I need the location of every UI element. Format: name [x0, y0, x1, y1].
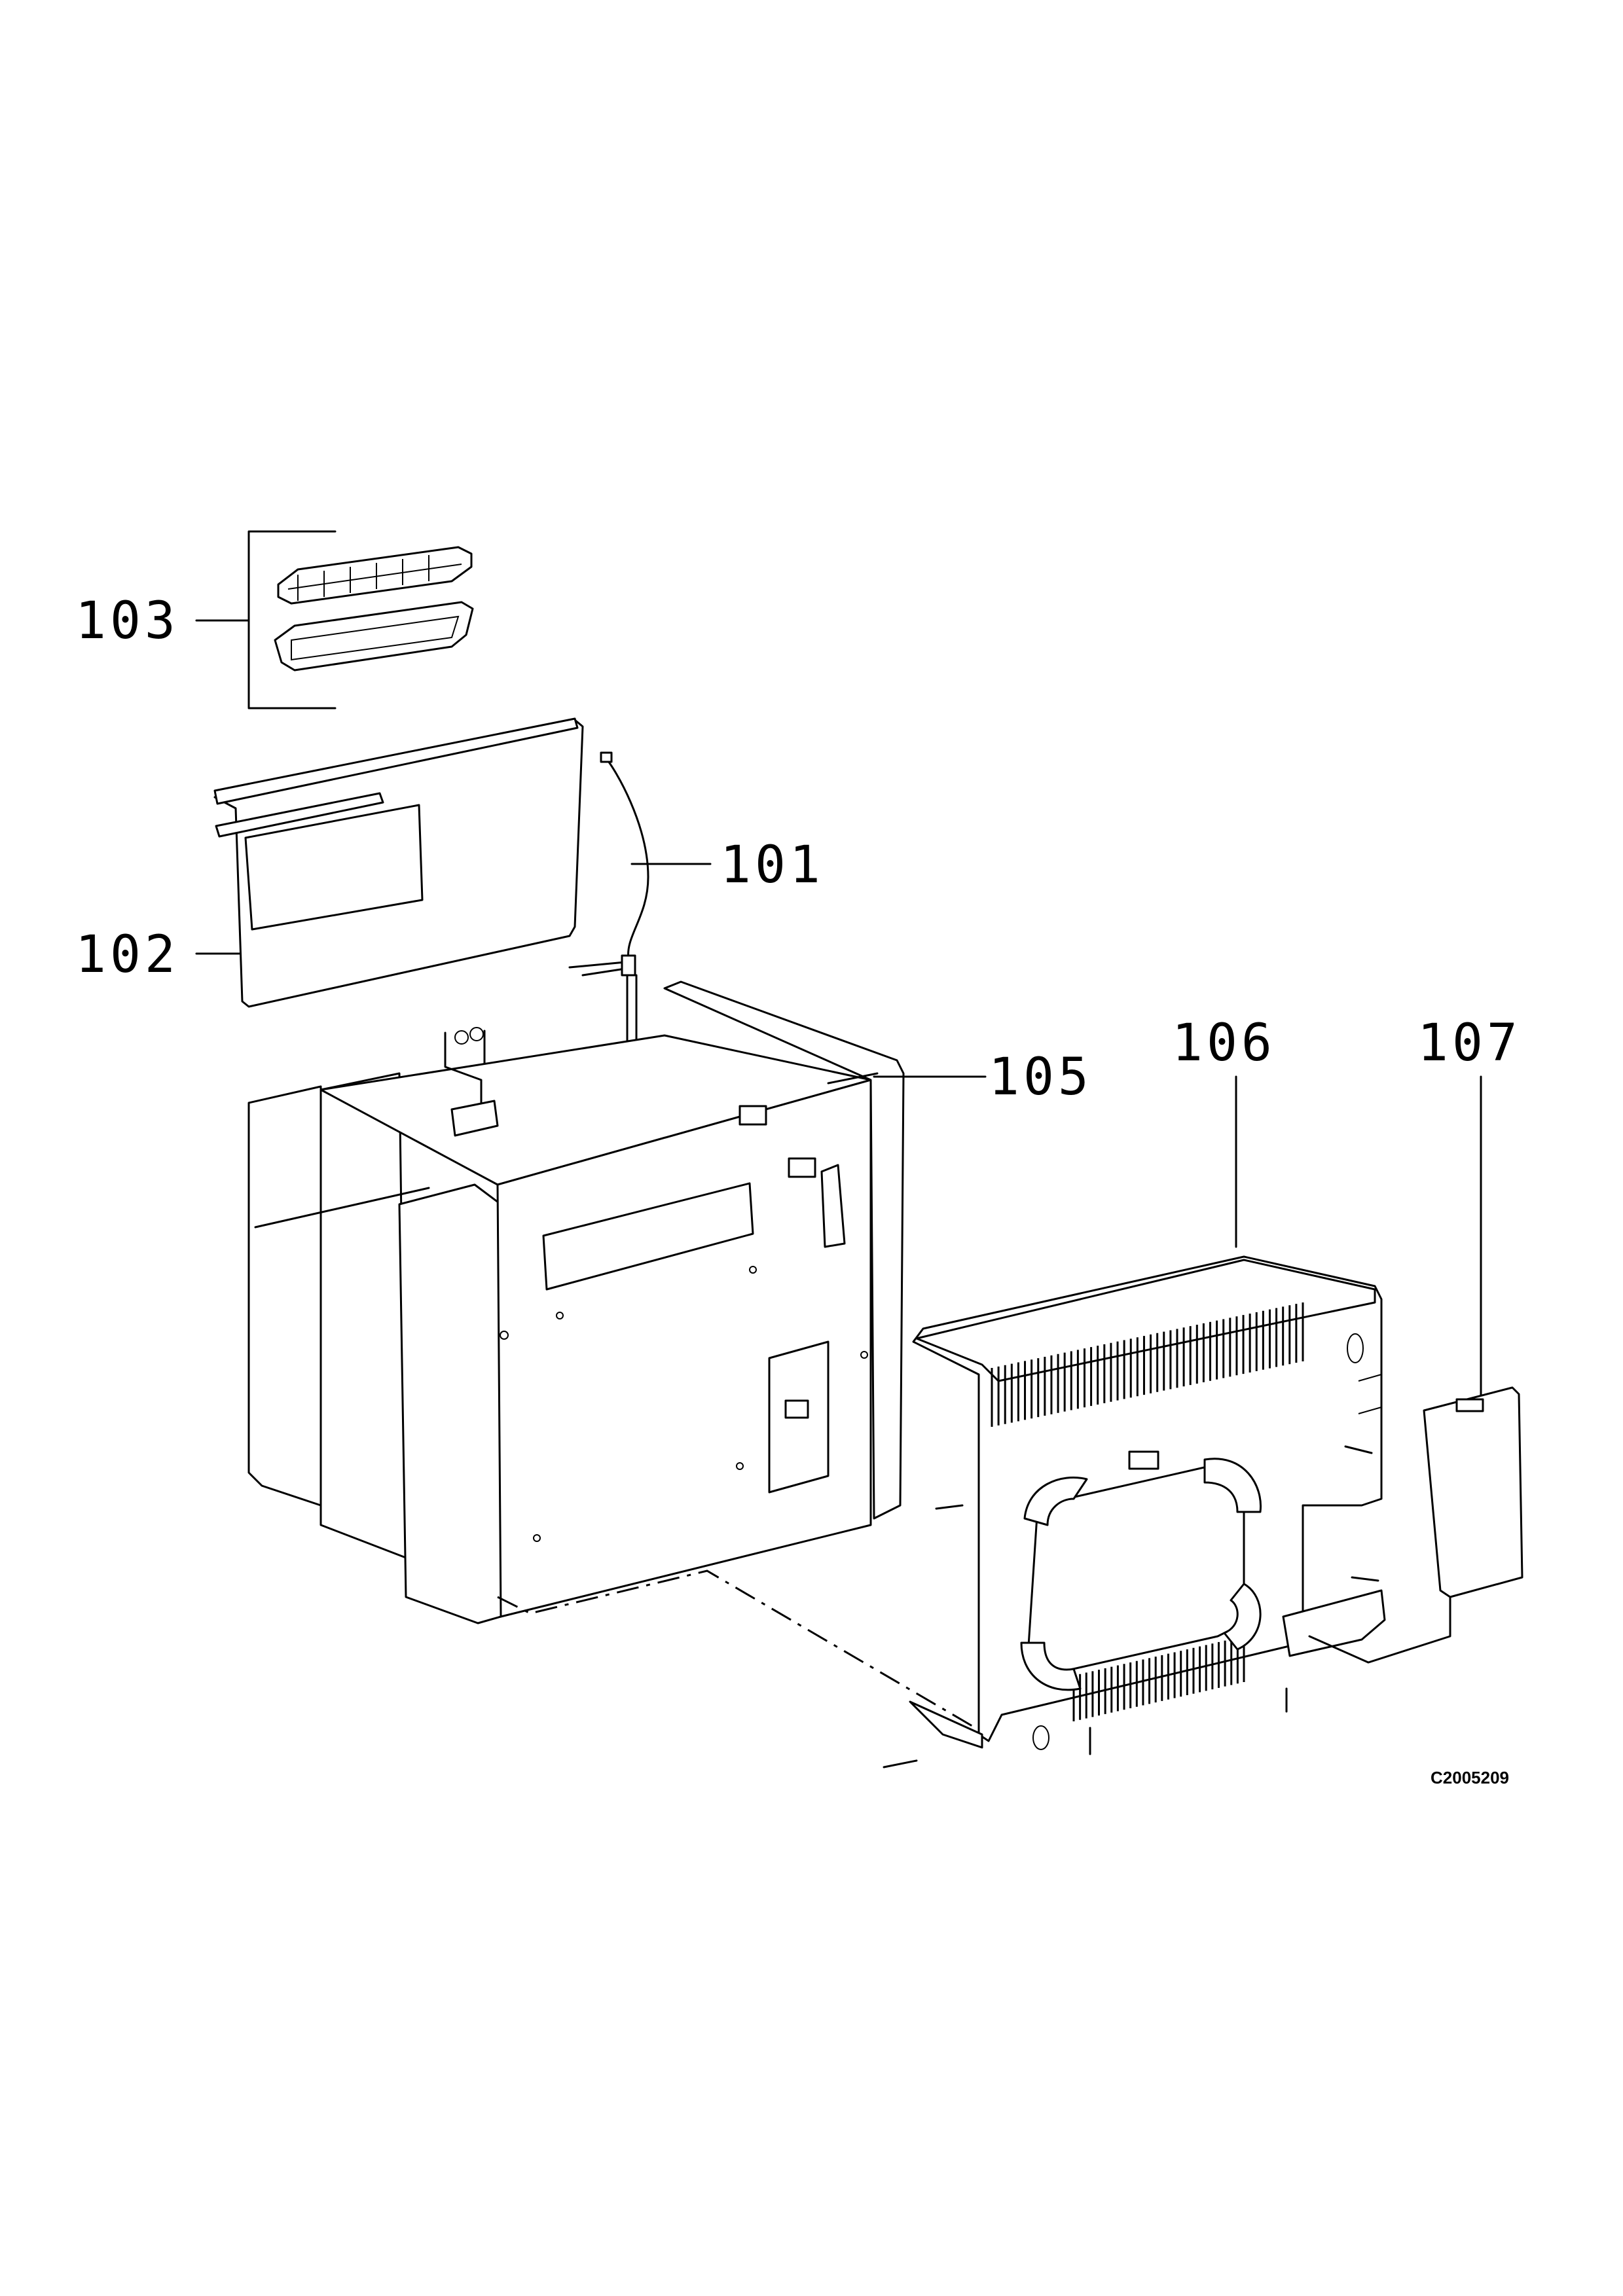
handle-arch-upper-right	[1203, 1458, 1262, 1513]
ice-tray	[274, 601, 474, 672]
cabinet-rivets	[500, 1266, 868, 1542]
label-window	[1128, 1450, 1159, 1470]
part-103-ice-tray-assembly	[195, 530, 474, 709]
callout-101: 101	[720, 836, 824, 895]
part-106-rear-cover	[497, 1075, 1386, 1768]
door-top-rail	[213, 717, 579, 805]
part-105-screw	[827, 1072, 987, 1085]
door-compartment	[244, 804, 424, 931]
mounting-screws	[883, 1445, 1379, 1768]
callout-103: 103	[75, 592, 179, 651]
left-side-panel	[247, 1085, 322, 1507]
condenser-fins-upper	[991, 1302, 1304, 1427]
handle-arch-lower-right	[1223, 1583, 1262, 1651]
lower-drain-tray	[1282, 1589, 1386, 1657]
door-shelf-rail	[215, 792, 384, 838]
hinge-pin	[254, 1187, 430, 1229]
handle-arch-lower-left	[1020, 1641, 1082, 1691]
sensor-wire	[604, 757, 649, 960]
cabinet-body	[247, 980, 905, 1624]
callout-107: 107	[1417, 1014, 1522, 1073]
ice-grid-cells	[287, 555, 462, 601]
part-107-access-cover	[1308, 1075, 1523, 1664]
front-frame	[398, 1183, 502, 1624]
bracket-103	[247, 530, 337, 709]
rear-cover-top-rim	[915, 1259, 1376, 1382]
callout-106: 106	[1172, 1014, 1276, 1073]
part-101-wire-sensor	[568, 751, 712, 1081]
assembly-path	[497, 1570, 976, 1729]
control-switch	[784, 1399, 809, 1419]
side-panel-middle	[319, 1072, 407, 1559]
access-cover-plate	[1423, 1386, 1523, 1598]
part-102-door-panel	[195, 717, 584, 1008]
ice-cube-grid	[277, 546, 473, 605]
callout-labels: 101 102 103 105 106 107 C2005209	[75, 592, 1522, 1787]
callout-105: 105	[989, 1048, 1093, 1107]
side-vent-opening	[542, 1182, 754, 1291]
callout-102: 102	[75, 925, 179, 984]
cabinet-rear-panel	[663, 980, 905, 1520]
handle-arch-upper-left	[1023, 1477, 1088, 1526]
drawing-code: C2005209	[1431, 1768, 1509, 1787]
